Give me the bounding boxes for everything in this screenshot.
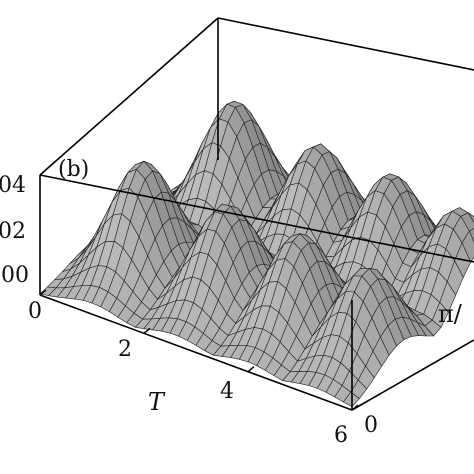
y-tick-label-0: 0 bbox=[364, 413, 378, 438]
box-left-top-edge bbox=[39, 17, 219, 176]
box-back-top-edge bbox=[217, 17, 474, 71]
t-axis-tick bbox=[247, 366, 255, 373]
t-axis-tick bbox=[39, 289, 47, 296]
t-tick-label-6: 6 bbox=[334, 423, 348, 448]
plot-box bbox=[39, 17, 474, 411]
box-front-top-edge bbox=[39, 174, 474, 263]
box-right-bottom-edge bbox=[351, 339, 474, 411]
panel-label: (b) bbox=[58, 157, 89, 182]
t-axis-tick bbox=[351, 404, 359, 411]
y-axis-title: π/ bbox=[438, 300, 463, 328]
t-axis-tick bbox=[143, 327, 151, 334]
z-tick-label-02: 02 bbox=[0, 219, 26, 244]
z-tick-label-00: .00 bbox=[0, 263, 29, 288]
t-tick-label-2: 2 bbox=[118, 337, 132, 362]
t-axis-ticks bbox=[39, 289, 359, 411]
z-tick-label-04: 04 bbox=[0, 173, 26, 198]
box-front-bottom-edge bbox=[39, 294, 353, 411]
t-axis-title: T bbox=[148, 388, 166, 416]
surface-mesh bbox=[39, 100, 474, 408]
t-tick-label-4: 4 bbox=[220, 379, 234, 404]
t-tick-label-0: 0 bbox=[28, 299, 42, 324]
